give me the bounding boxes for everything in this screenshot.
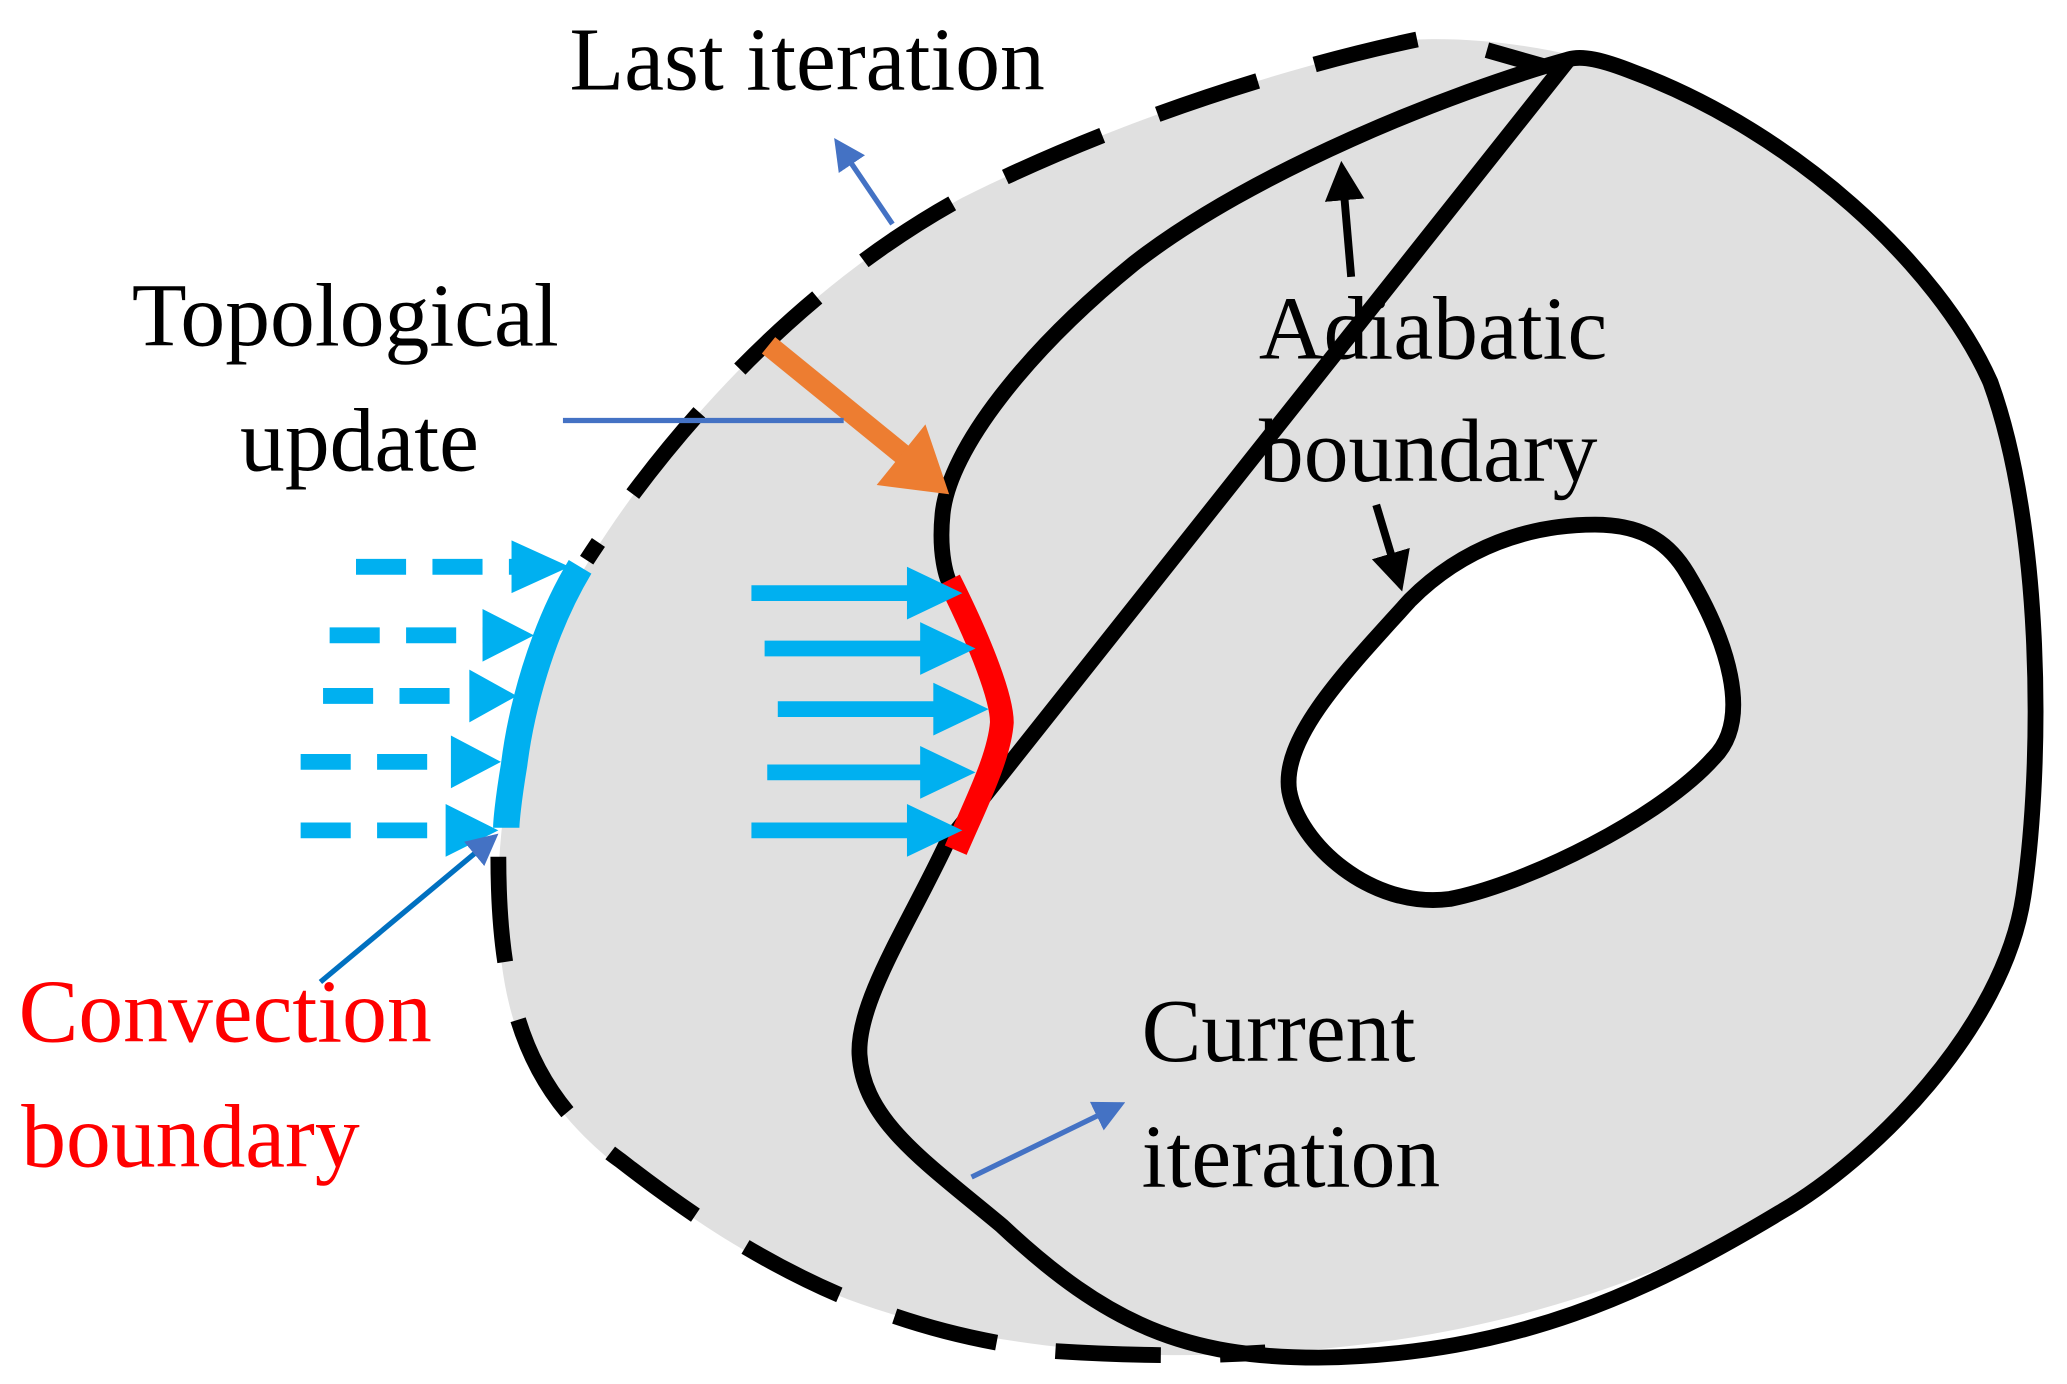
convection-arrows-dashed xyxy=(300,558,515,839)
convection-arrows-solid xyxy=(751,585,936,839)
convection-boundary-segment xyxy=(493,560,592,829)
topological-update-segment xyxy=(938,574,1014,855)
arrowheads-dashed xyxy=(445,540,570,857)
topological-update-arrow xyxy=(761,337,910,463)
current-iteration-boundary xyxy=(851,49,2044,1366)
current-iteration-label-line1: Current xyxy=(1142,982,1416,1081)
last-iteration-boundary-lower xyxy=(490,856,1267,1364)
topological-arrowhead-icon xyxy=(876,424,950,495)
last-iteration-boundary xyxy=(580,31,1419,565)
topological-label-line1: Topological xyxy=(132,266,559,365)
adiabatic-label-line2: boundary xyxy=(1259,402,1598,501)
adiabatic-label-line1: Adiabatic xyxy=(1259,280,1607,379)
design-region xyxy=(498,39,2039,1356)
last-iteration-pointer xyxy=(834,137,895,226)
current-iteration-label-line2: iteration xyxy=(1142,1107,1441,1206)
convection-label-line1: Convection xyxy=(19,962,432,1061)
last-iteration-label: Last iteration xyxy=(570,11,1045,110)
adiabatic-pointer-hole xyxy=(1371,503,1410,592)
convection-label-line2: boundary xyxy=(21,1088,360,1187)
hole-adiabatic-boundary xyxy=(1280,516,1742,908)
adiabatic-pointer-outer xyxy=(1324,160,1365,278)
arrowheads-solid xyxy=(906,566,989,857)
current-iteration-pointer xyxy=(970,1101,1126,1180)
topological-label-line2: update xyxy=(240,392,479,491)
convection-pointer xyxy=(318,833,499,985)
